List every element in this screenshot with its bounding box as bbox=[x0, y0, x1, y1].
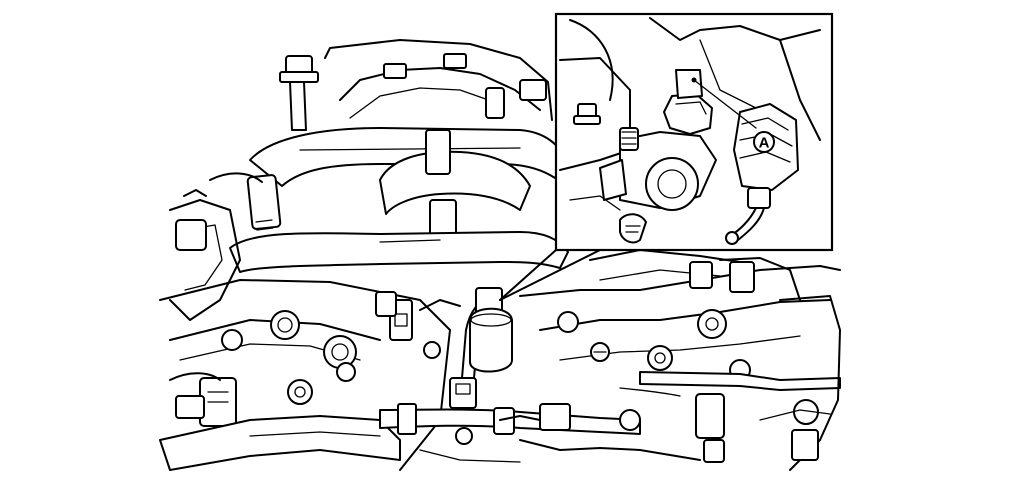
fuel-pump-detail bbox=[599, 69, 717, 211]
detail-inset: A bbox=[554, 12, 834, 252]
top-left-stud bbox=[279, 55, 319, 131]
left-bank-bosses bbox=[221, 310, 357, 405]
callout-leader-lines bbox=[499, 249, 601, 301]
callout-A-leader bbox=[693, 79, 757, 129]
callout-A-label: A bbox=[759, 135, 770, 152]
engine-overview bbox=[159, 39, 841, 471]
fuel-pump-main-view bbox=[469, 287, 513, 373]
callout-A: A bbox=[753, 131, 775, 153]
callout-A-target-dot bbox=[691, 77, 697, 83]
callout-A-circle bbox=[753, 131, 775, 153]
right-bank-bosses bbox=[557, 309, 751, 431]
